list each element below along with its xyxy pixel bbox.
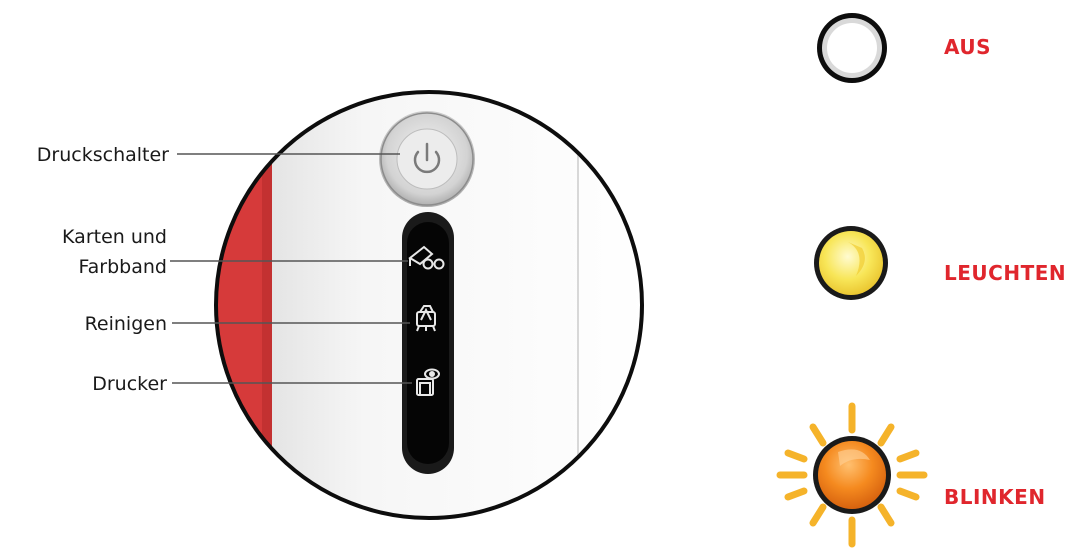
state-label-blinking: BLINKEN (944, 485, 1046, 509)
state-label-on: LEUCHTEN (944, 261, 1066, 285)
callout-power-switch: Druckschalter (0, 143, 169, 167)
callout-printer: Drucker (0, 372, 167, 396)
callout-cards-ribbon-line2: Farbband (0, 255, 167, 279)
led-on-indicator (814, 226, 888, 300)
state-label-off: AUS (944, 35, 991, 59)
callout-cards-ribbon-line1: Karten und (0, 225, 167, 249)
led-off-indicator (817, 13, 887, 83)
callout-cleaning: Reinigen (0, 312, 167, 336)
led-blinking-indicator (813, 436, 891, 514)
